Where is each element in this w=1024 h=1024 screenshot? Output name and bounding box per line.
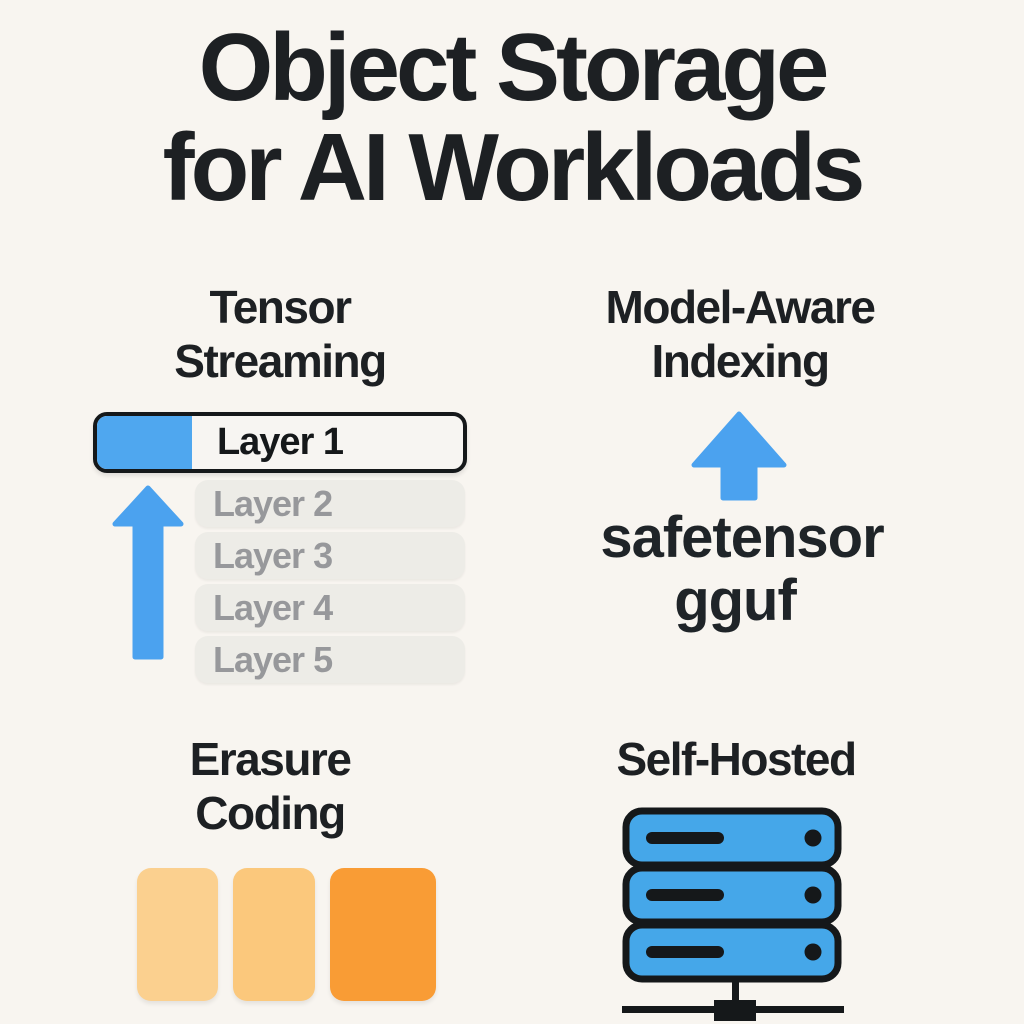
erasure-coding-heading-line1: Erasure (189, 733, 352, 785)
erasure-shard (233, 868, 315, 1001)
layer-progress-label: Layer 1 (216, 421, 344, 463)
page-title: Object Storage for AI Workloads (0, 18, 1024, 218)
format-label-safetensor: safetensor (600, 505, 884, 570)
arrow-up-icon (112, 485, 184, 660)
arrow-up-icon (691, 411, 787, 501)
erasure-shard (137, 868, 218, 1001)
model-aware-indexing-heading-line1: Model-Aware (605, 281, 876, 333)
model-aware-indexing-heading-line2: Indexing (651, 334, 830, 387)
tensor-streaming-heading-line1: Tensor (209, 281, 352, 333)
tensor-streaming-heading: Tensor Streaming (60, 281, 500, 389)
page-title-line1: Object Storage (198, 14, 830, 121)
layer-progress-bar: Layer 1 (93, 412, 467, 473)
layer-progress-fill (97, 416, 193, 469)
page-title-line2: for AI Workloads (162, 113, 866, 221)
erasure-coding-heading-line2: Coding (195, 786, 346, 839)
self-hosted-heading: Self-Hosted (616, 733, 857, 785)
erasure-shard (330, 868, 436, 1001)
format-label-gguf: gguf (674, 568, 797, 633)
pending-layer-row: Layer 3 (195, 532, 465, 579)
pending-layer-row: Layer 5 (195, 636, 465, 683)
model-aware-indexing-heading: Model-Aware Indexing (518, 281, 962, 389)
pending-layer-row: Layer 2 (195, 480, 465, 527)
tensor-streaming-heading-line2: Streaming (174, 334, 387, 387)
server-stack-icon (622, 807, 844, 1021)
erasure-coding-heading: Erasure Coding (60, 733, 480, 841)
pending-layer-row: Layer 4 (195, 584, 465, 631)
